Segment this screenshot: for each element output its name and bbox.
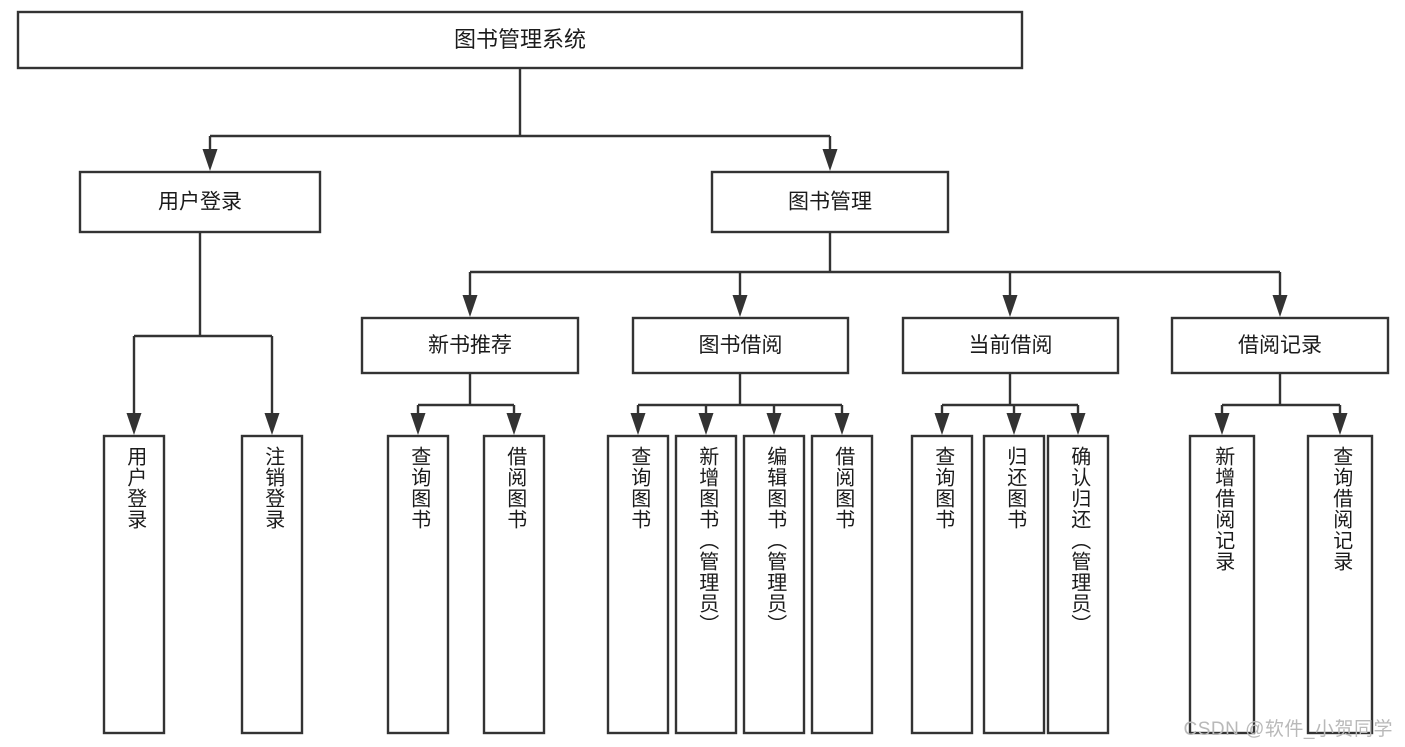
watermark-text: CSDN @软件_小贺同学 [1183,719,1393,740]
node-box-new-book-recommend[interactable] [360,316,580,375]
node-label-borrow-record: 借阅记录 [1238,334,1322,357]
node-box-layer [16,10,1390,735]
node-box-leaf-query-book-recommend[interactable] [386,434,450,735]
node-box-borrow-record[interactable] [1170,316,1390,375]
node-box-leaf-logout-login[interactable] [240,434,304,735]
conn-recommend-to-leaves [410,373,522,435]
conn-borrow-to-leaves [630,373,850,435]
conn-root-to-level1 [202,68,838,171]
node-box-leaf-confirm-return-admin[interactable] [1046,434,1110,735]
connector-layer [126,68,1348,435]
node-label-book-borrow: 图书借阅 [699,334,783,357]
node-box-leaf-query-borrow-record[interactable] [1306,434,1374,735]
node-box-user-login[interactable] [78,170,322,234]
node-box-leaf-borrow-book[interactable] [810,434,874,735]
node-box-leaf-borrow-book-recommend[interactable] [482,434,546,735]
node-box-book-manage[interactable] [710,170,950,234]
conn-book-manage-to-level2 [462,232,1288,317]
node-box-leaf-query-book-borrow[interactable] [606,434,670,735]
node-box-book-borrow[interactable] [631,316,850,375]
conn-record-to-leaves [1214,373,1348,435]
node-label-new-book-recommend: 新书推荐 [428,334,512,357]
node-box-leaf-return-book[interactable] [982,434,1046,735]
node-label-root: 图书管理系统 [454,27,586,52]
node-label-current-borrow: 当前借阅 [969,334,1053,357]
node-box-leaf-edit-book-admin[interactable] [742,434,806,735]
node-label-user-login: 用户登录 [158,191,242,214]
node-label-book-manage: 图书管理 [788,191,872,214]
conn-current-to-leaves [934,373,1086,435]
node-box-root[interactable] [16,10,1024,70]
node-box-leaf-add-borrow-record[interactable] [1188,434,1256,735]
node-box-leaf-query-book-current[interactable] [910,434,974,735]
node-box-leaf-user-login[interactable] [102,434,166,735]
node-box-leaf-add-book-admin[interactable] [674,434,738,735]
conn-user-login-to-leaves [126,232,280,435]
node-box-current-borrow[interactable] [901,316,1120,375]
